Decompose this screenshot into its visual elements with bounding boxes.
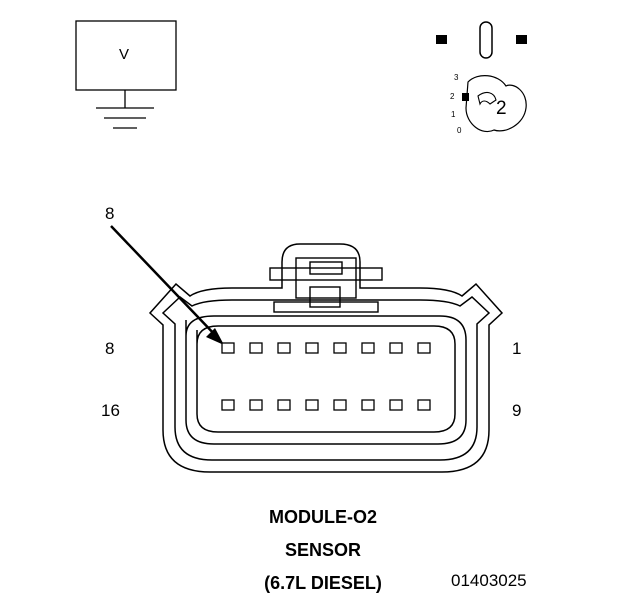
probe-icon	[436, 21, 527, 59]
meter-box	[75, 20, 177, 91]
figure-code: 01403025	[451, 571, 527, 590]
pin-cavity-row1-2	[249, 342, 263, 354]
pin-grid	[221, 342, 431, 411]
tab-ledge	[273, 301, 379, 313]
tab-latch	[309, 286, 341, 308]
dial-knob	[477, 91, 497, 106]
pin-cavity-row1-7	[389, 342, 403, 354]
arrow-head	[206, 328, 224, 345]
selector-dial-icon	[462, 75, 527, 133]
pin-cavity-row2-4	[305, 399, 319, 411]
housing-inner	[185, 315, 467, 445]
pin-cavity-row2-6	[361, 399, 375, 411]
dial-outline	[465, 75, 527, 133]
dial-mark-1: 1	[451, 110, 456, 119]
arrow-shaft	[110, 225, 219, 339]
pin-cavity-row2-7	[389, 399, 403, 411]
dial-mark-0: 0	[457, 126, 462, 135]
callout-pin-label: 8	[105, 204, 115, 223]
dial-mark-2: 2	[450, 92, 455, 101]
housing-outer	[148, 243, 504, 473]
pin-cavity	[196, 325, 456, 433]
tab-window	[309, 261, 343, 275]
probe-body	[479, 21, 493, 59]
tab-base	[269, 267, 383, 281]
caption-line-1: MODULE-O2	[269, 507, 377, 527]
pin-cavity-row1-4	[305, 342, 319, 354]
pin-cavity-row1-5	[333, 342, 347, 354]
pin-cavity-row2-8	[417, 399, 431, 411]
callout-arrow	[110, 225, 224, 345]
top-left-pin-label: 8	[105, 339, 115, 358]
tab-frame	[295, 257, 357, 299]
bottom-left-pin-label: 16	[101, 401, 120, 420]
pin-cavity-row1-3	[277, 342, 291, 354]
meter-symbol-label: V	[119, 46, 130, 63]
bottom-right-pin-label: 9	[512, 401, 522, 420]
pin-cavity-row2-1	[221, 399, 235, 411]
voltmeter-symbol	[75, 20, 177, 129]
housing-mid	[161, 296, 491, 461]
pin-cavity-row2-2	[249, 399, 263, 411]
pin-cavity-row1-6	[361, 342, 375, 354]
dial-indicator	[462, 93, 469, 101]
probe-right-tip	[516, 35, 527, 44]
caption-line-3: (6.7L DIESEL)	[264, 573, 382, 593]
pin-cavity-row2-3	[277, 399, 291, 411]
dial-mark-3: 3	[454, 73, 459, 82]
top-right-pin-label: 1	[512, 339, 522, 358]
caption-line-2: SENSOR	[284, 540, 362, 560]
probe-left-tip	[436, 35, 447, 44]
pin-cavity-row1-8	[417, 342, 431, 354]
dial-badge: 2	[496, 98, 507, 119]
pin-cavity-row1-1	[221, 342, 235, 354]
connector-housing	[148, 243, 504, 473]
pin-cavity-row2-5	[333, 399, 347, 411]
locking-tab	[269, 257, 383, 313]
